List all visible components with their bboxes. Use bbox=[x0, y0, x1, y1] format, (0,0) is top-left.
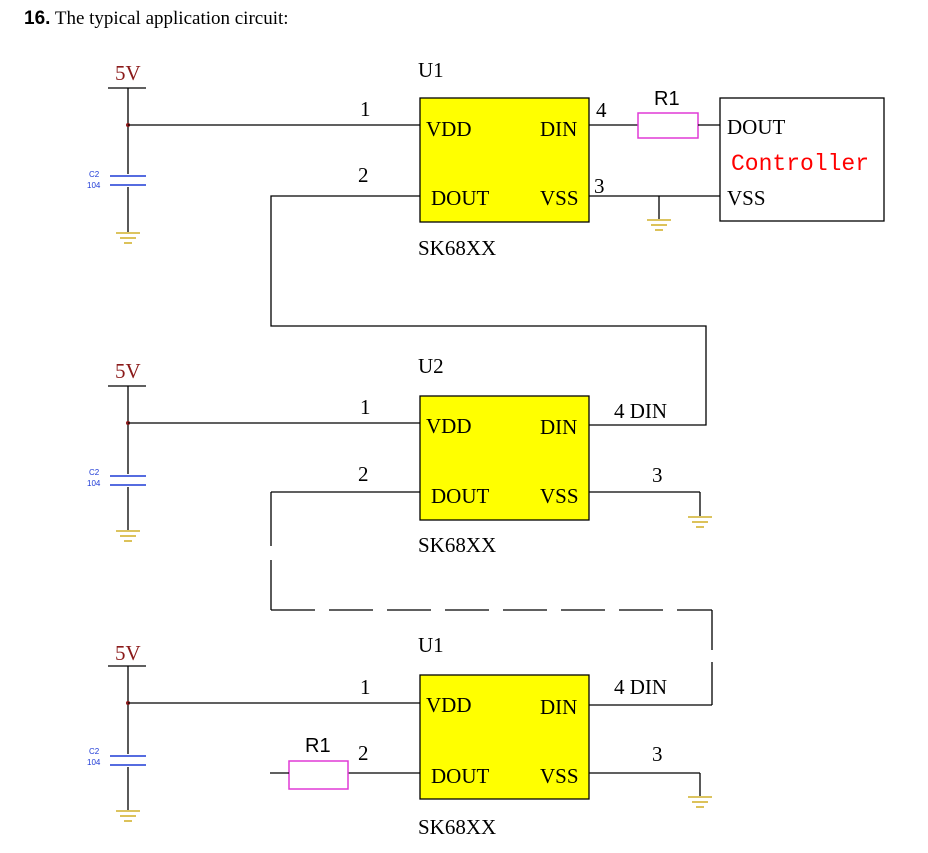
pin-label-dout: DOUT bbox=[431, 484, 489, 508]
ground-symbol bbox=[116, 232, 140, 244]
resistor-label: R1 bbox=[654, 88, 680, 110]
stage-2: 5V C2 104 1 2 4 DIN 3 U2 VDD DIN DOUT VS… bbox=[87, 354, 713, 705]
resistor bbox=[288, 760, 349, 790]
ground-symbol bbox=[116, 810, 140, 822]
cap-value: 104 bbox=[87, 181, 101, 190]
pin-number-3: 3 bbox=[652, 742, 663, 766]
pin-label-vdd: VDD bbox=[426, 693, 472, 717]
controller-vss: VSS bbox=[727, 186, 766, 210]
pin-label-vdd: VDD bbox=[426, 117, 472, 141]
pin-label-din: DIN bbox=[540, 695, 577, 719]
controller-title: Controller bbox=[731, 151, 869, 177]
pin-label-din: DIN bbox=[540, 117, 577, 141]
stage-3: 5V C2 104 1 2 4 DIN 3 U1 VDD DIN DOUT VS… bbox=[87, 633, 712, 839]
pin-number-2: 2 bbox=[358, 163, 369, 187]
ground-symbol bbox=[688, 516, 712, 528]
pin-label-din: DIN bbox=[540, 415, 577, 439]
ground-symbol bbox=[688, 796, 712, 808]
capacitor: C2 104 bbox=[87, 170, 146, 190]
pin-label-vss: VSS bbox=[540, 764, 579, 788]
supply-label: 5V bbox=[115, 359, 141, 383]
cap-value: 104 bbox=[87, 758, 101, 767]
chip-body bbox=[419, 97, 590, 223]
pin-number-2: 2 bbox=[358, 741, 369, 765]
heading-text: The typical application circuit: bbox=[54, 8, 289, 29]
pin-number-1: 1 bbox=[360, 395, 371, 419]
supply-label: 5V bbox=[115, 641, 141, 665]
chip-ref: U1 bbox=[418, 58, 444, 82]
cap-ref: C2 bbox=[89, 468, 100, 477]
chip-body bbox=[419, 674, 590, 800]
controller-dout: DOUT bbox=[727, 115, 785, 139]
supply-label: 5V bbox=[115, 61, 141, 85]
part-number: SK68XX bbox=[418, 815, 496, 839]
pin-label-vss: VSS bbox=[540, 484, 579, 508]
pin-label-vdd: VDD bbox=[426, 414, 472, 438]
pin-number-4: 4 bbox=[596, 98, 607, 122]
resistor-label: R1 bbox=[305, 735, 331, 757]
capacitor: C2 104 bbox=[87, 747, 146, 767]
pin-number-3: 3 bbox=[652, 463, 663, 487]
heading-number: 16. bbox=[24, 8, 51, 29]
dout-to-next-din bbox=[270, 195, 707, 426]
chip-body bbox=[419, 395, 590, 521]
ground-symbol bbox=[647, 219, 671, 231]
pin-number-4-din: 4 DIN bbox=[614, 675, 667, 699]
chip-ref: U2 bbox=[418, 354, 444, 378]
cap-value: 104 bbox=[87, 479, 101, 488]
stage-1: 5V C2 104 1 2 4 3 U1 VDD DIN DOUT VSS SK… bbox=[87, 58, 885, 426]
part-number: SK68XX bbox=[418, 236, 496, 260]
figure-heading: 16. The typical application circuit: bbox=[24, 8, 289, 30]
pin-number-1: 1 bbox=[360, 97, 371, 121]
pin-label-dout: DOUT bbox=[431, 764, 489, 788]
pin-number-2: 2 bbox=[358, 462, 369, 486]
pin-number-4-din: 4 DIN bbox=[614, 399, 667, 423]
pin-number-3: 3 bbox=[594, 174, 605, 198]
pin-label-dout: DOUT bbox=[431, 186, 489, 210]
cap-ref: C2 bbox=[89, 170, 100, 179]
pin-label-vss: VSS bbox=[540, 186, 579, 210]
chip-ref: U1 bbox=[418, 633, 444, 657]
pin-number-1: 1 bbox=[360, 675, 371, 699]
cap-ref: C2 bbox=[89, 747, 100, 756]
ground-symbol bbox=[116, 530, 140, 542]
controller-box bbox=[719, 97, 885, 222]
part-number: SK68XX bbox=[418, 533, 496, 557]
resistor bbox=[637, 112, 699, 139]
capacitor: C2 104 bbox=[87, 468, 146, 488]
